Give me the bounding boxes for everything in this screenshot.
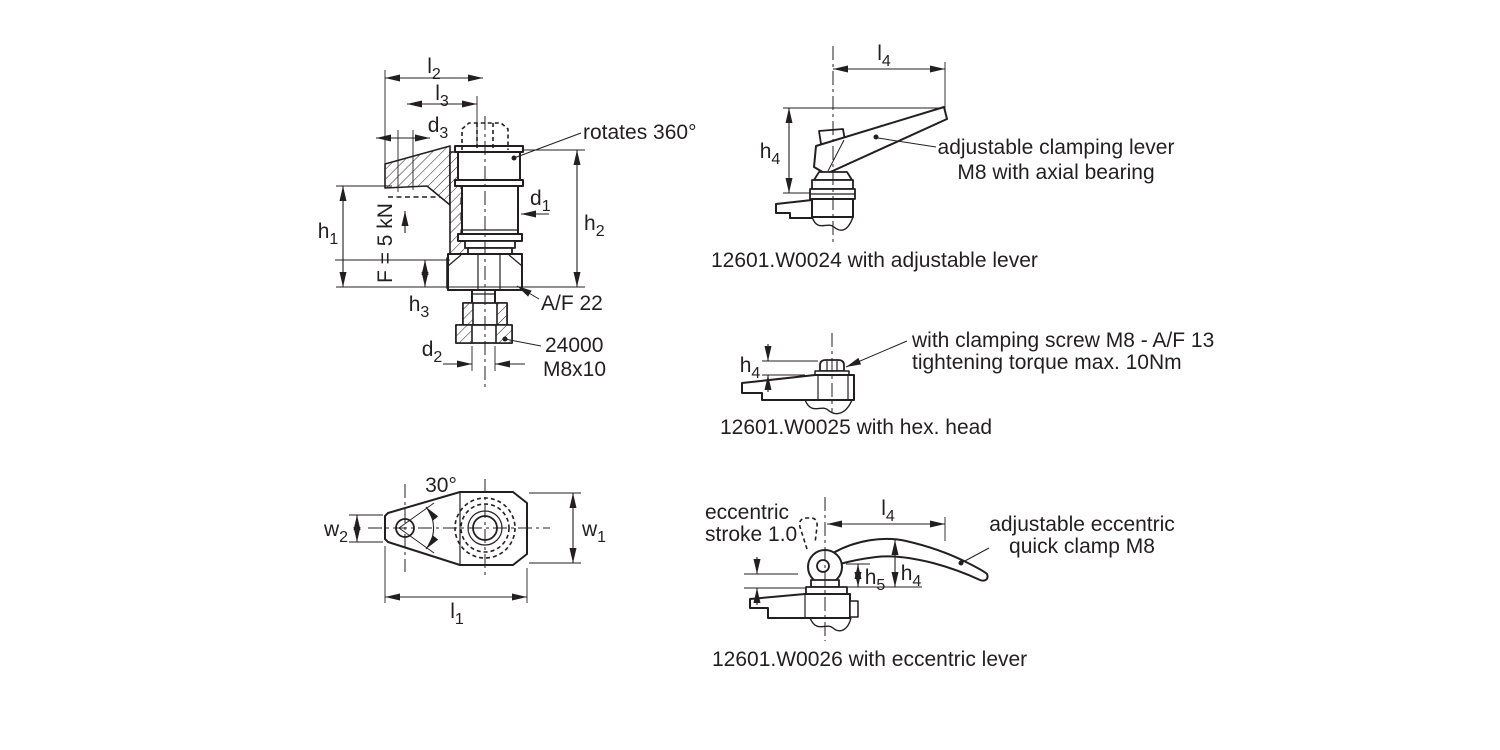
leader-dot xyxy=(502,336,508,342)
dim-label-d3: d3 xyxy=(428,114,449,142)
washer-collar-hatch xyxy=(462,302,474,326)
washer-disc-hatch xyxy=(495,324,513,344)
dim-label-h4: h4 xyxy=(901,562,922,590)
caption-w0025: 12601.W0025 with hex. head xyxy=(720,416,992,439)
stroke-label-line1: eccentric xyxy=(705,501,789,524)
leader-24000 xyxy=(504,338,542,347)
lever-open-position xyxy=(798,517,818,550)
plan-view: 30° w2 w1 l1 xyxy=(323,474,606,628)
dim-label-l4: l4 xyxy=(881,497,895,525)
eccentric-lever-view: l4 h4 h5 eccentric stroke 1.0 adjustable… xyxy=(705,497,1175,671)
leader-rotates xyxy=(513,132,582,159)
side-tab xyxy=(849,600,859,618)
body-upper-cylinder xyxy=(457,151,521,181)
clamp-arm-side xyxy=(775,199,813,219)
leader-note xyxy=(962,547,990,563)
dim-label-h1: h1 xyxy=(318,220,339,248)
leader-dot xyxy=(958,560,964,566)
rotates-label: rotates 360° xyxy=(583,121,696,144)
hex-nut-chamfer xyxy=(447,254,462,267)
dim-label-h4: h4 xyxy=(760,140,781,168)
clamp-arm-side xyxy=(749,593,851,619)
dim-label-l2: l2 xyxy=(427,55,441,83)
washer-disc-hatch xyxy=(455,324,473,344)
dim-label-h2: h2 xyxy=(584,212,605,240)
caption-w0026: 12601.W0026 with eccentric lever xyxy=(712,648,1027,671)
dim-label-d2: d2 xyxy=(422,338,443,366)
hex-nut-chamfer xyxy=(508,254,523,267)
dim-label-l1: l1 xyxy=(450,600,464,628)
note-line1: adjustable eccentric xyxy=(989,513,1175,536)
break-line xyxy=(809,617,852,632)
caption-w0024: 12601.W0024 with adjustable lever xyxy=(711,249,1038,272)
stroke-label-line2: stroke 1.0 xyxy=(705,523,797,546)
note-line2: quick clamp M8 xyxy=(1009,535,1155,558)
insert-number-label: 24000 xyxy=(545,334,603,357)
washer-collar-hatch xyxy=(496,302,508,326)
dim-label-d1: d1 xyxy=(530,187,551,215)
hidden-bolt-head xyxy=(461,122,509,150)
insert-thread-label: M8x10 xyxy=(543,358,606,381)
cam-pivot-hole xyxy=(816,559,830,573)
dim-label-h3: h3 xyxy=(409,293,430,321)
clamp-arm-section xyxy=(384,145,451,206)
leader-dot xyxy=(511,155,517,161)
leader-af22 xyxy=(516,285,540,300)
angle-label: 30° xyxy=(425,474,457,497)
note-line1: with clamping screw M8 - A/F 13 xyxy=(911,329,1214,352)
leader-note xyxy=(845,340,908,368)
clamping-lever xyxy=(813,106,948,175)
leader-note xyxy=(877,137,937,148)
main-section-view: l2 l3 d3 h1 h3 h2 d1 d2 F = 5 kN rotates… xyxy=(318,55,696,388)
angle-arc xyxy=(425,506,439,550)
dim-label-h5: h5 xyxy=(865,566,886,594)
body-neck xyxy=(464,240,516,249)
leader-dot xyxy=(873,134,879,140)
body-rim2 xyxy=(457,233,523,242)
dim-label-l3: l3 xyxy=(435,82,449,110)
hex-head-view: h4 with clamping screw M8 - A/F 13 tight… xyxy=(720,329,1214,439)
base-plate xyxy=(805,586,848,595)
break-line xyxy=(804,399,853,415)
dim-label-w1: w1 xyxy=(581,518,606,546)
lever-edge-line xyxy=(827,139,845,172)
force-label: F = 5 kN xyxy=(374,203,397,283)
dim-label-w2: w2 xyxy=(323,518,348,546)
wrench-size-label: A/F 22 xyxy=(541,292,603,315)
note-line2: M8 with axial bearing xyxy=(957,161,1154,184)
eccentric-lever xyxy=(832,538,989,582)
adjustable-lever-view: l4 h4 adjustable clamping lever M8 with … xyxy=(711,42,1174,272)
break-line xyxy=(811,216,854,231)
body-mid-cylinder xyxy=(461,185,519,235)
dim-label-h4: h4 xyxy=(740,354,761,382)
note-line2: tightening torque max. 10Nm xyxy=(912,351,1182,374)
dim-label-l4: l4 xyxy=(877,42,891,70)
note-line1: adjustable clamping lever xyxy=(938,136,1175,159)
